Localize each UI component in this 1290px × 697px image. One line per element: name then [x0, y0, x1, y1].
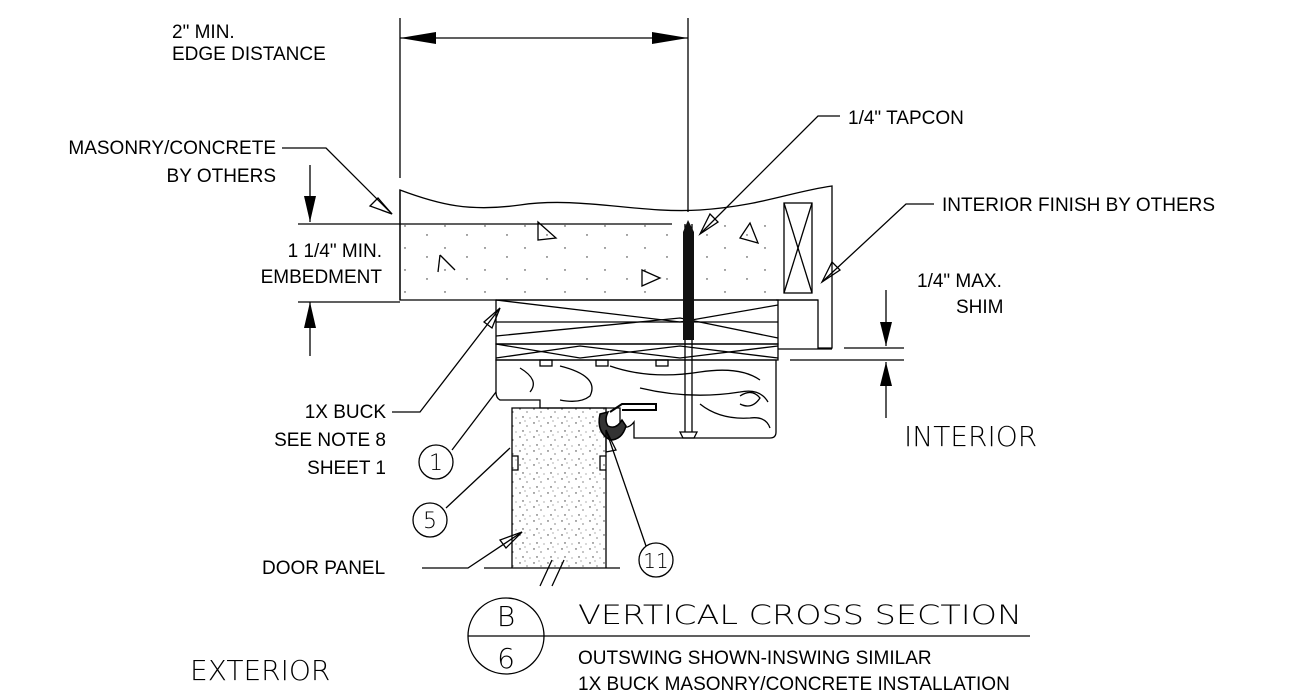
shim-label-1: 1/4" MAX. [917, 271, 1002, 292]
callout-11: 11 [638, 542, 674, 578]
edge-distance-dimension [399, 18, 689, 212]
title-sub-1: OUTSWING SHOWN-INSWING SIMILAR [578, 648, 932, 669]
buck-label-2: SEE NOTE 8 [274, 430, 386, 451]
title-sub-2: 1X BUCK MASONRY/CONCRETE INSTALLATION [578, 674, 1010, 695]
callout-5-number: 5 [423, 509, 437, 534]
masonry-label-2: BY OTHERS [167, 166, 276, 187]
embedment-label-2: EMBEDMENT [261, 267, 383, 288]
tapcon-label: 1/4" TAPCON [848, 108, 964, 129]
callout-11-number: 11 [643, 549, 668, 573]
leader-lines [282, 115, 934, 569]
detail-letter: B [497, 600, 515, 633]
shim-dimension [790, 290, 904, 418]
tapcon-screw [678, 220, 699, 439]
title-block: B 6 VERTICAL CROSS SECTION OUTSWING SHOW… [467, 597, 1030, 695]
callout-5: 5 [412, 502, 448, 538]
embedment-dimension [298, 165, 400, 356]
door-panel-label: DOOR PANEL [262, 558, 385, 579]
edge-distance-label-1: 2" MIN. [172, 22, 235, 43]
concrete-slab [298, 185, 833, 349]
callout-1-number: 1 [429, 451, 443, 476]
door-frame-header [495, 359, 777, 439]
interior-finish-label: INTERIOR FINISH BY OTHERS [942, 195, 1215, 216]
masonry-label-1: MASONRY/CONCRETE [68, 138, 276, 159]
interior-label: INTERIOR [904, 420, 1037, 453]
buck-label-1: 1X BUCK [305, 402, 387, 423]
buck-1x [495, 299, 832, 361]
interior-finish-strip [776, 202, 818, 301]
embedment-label-1: 1 1/4" MIN. [288, 241, 382, 262]
door-panel [484, 407, 620, 587]
edge-distance-label-2: EDGE DISTANCE [172, 44, 326, 65]
shim-label-2: SHIM [956, 297, 1004, 318]
buck-label-3: SHEET 1 [307, 458, 386, 479]
exterior-label: EXTERIOR [190, 654, 330, 687]
sheet-number: 6 [497, 642, 515, 675]
title-main: VERTICAL CROSS SECTION [578, 600, 1022, 631]
callout-1: 1 [418, 444, 454, 480]
